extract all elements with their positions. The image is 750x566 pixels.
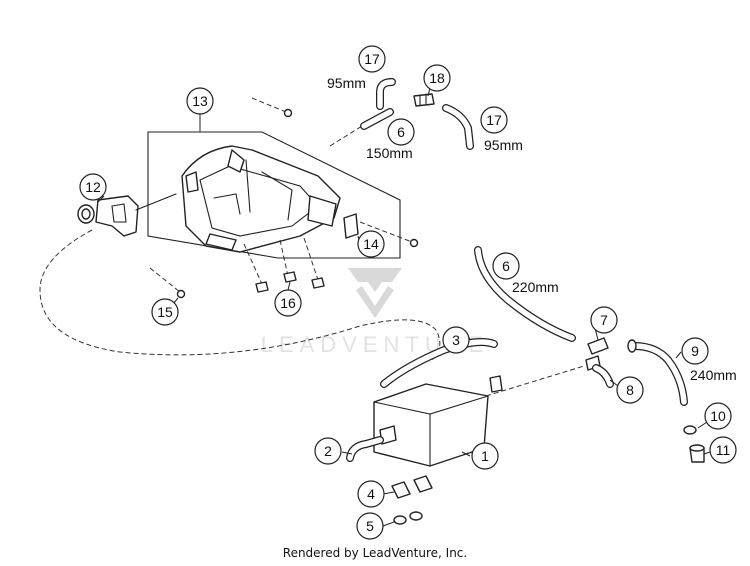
callout-11: 11 <box>709 436 737 464</box>
connector-line <box>485 365 585 397</box>
svg-text:18: 18 <box>429 70 445 86</box>
callout-4: 4 <box>357 480 385 508</box>
callout-15: 15 <box>151 298 179 326</box>
svg-text:17: 17 <box>486 112 502 128</box>
svg-text:9: 9 <box>691 343 699 359</box>
bracket-assembly-frame <box>147 131 401 259</box>
svg-text:16: 16 <box>280 295 296 311</box>
svg-text:10: 10 <box>710 408 726 424</box>
svg-text:6: 6 <box>397 124 405 140</box>
callout-7: 7 <box>590 306 618 334</box>
callout-9: 9 <box>681 337 709 365</box>
dim-9: 240mm <box>690 367 737 383</box>
dim-6-lower: 220mm <box>512 279 559 295</box>
svg-text:7: 7 <box>600 312 608 328</box>
svg-text:2: 2 <box>324 443 332 459</box>
dim-17-left: 95mm <box>327 75 366 91</box>
callout-12: 12 <box>79 173 107 201</box>
canister-mounts <box>391 475 433 525</box>
callout-17-right: 17 <box>480 106 508 134</box>
callout-2: 2 <box>314 437 342 465</box>
svg-text:1: 1 <box>481 448 489 464</box>
purge-valve <box>77 193 177 237</box>
svg-text:4: 4 <box>367 486 375 502</box>
small-clips <box>243 237 325 293</box>
callout-1: 1 <box>471 442 499 470</box>
svg-text:13: 13 <box>192 93 208 109</box>
bracket-screws <box>149 97 419 299</box>
svg-text:17: 17 <box>364 51 380 67</box>
hose-routing-line <box>39 229 441 363</box>
callout-10: 10 <box>704 402 732 430</box>
callout-3: 3 <box>442 326 470 354</box>
svg-text:14: 14 <box>363 236 379 252</box>
svg-text:3: 3 <box>452 332 460 348</box>
callout-18: 18 <box>423 64 451 92</box>
bracket-part <box>181 145 341 253</box>
connector-18 <box>413 93 435 107</box>
callout-5: 5 <box>356 512 384 540</box>
svg-text:6: 6 <box>502 258 510 274</box>
svg-text:15: 15 <box>157 304 173 320</box>
dim-17-right: 95mm <box>484 137 523 153</box>
callout-13: 13 <box>186 87 214 115</box>
svg-text:8: 8 <box>626 382 634 398</box>
clip-part <box>343 213 359 239</box>
footer-credit: Rendered by LeadVenture, Inc. <box>282 546 468 560</box>
clamp-and-cap <box>683 425 705 463</box>
callout-6-lower: 6 <box>492 252 520 280</box>
upper-dash-line <box>329 125 363 147</box>
callout-8: 8 <box>616 376 644 404</box>
callout-16: 16 <box>274 289 302 317</box>
callout-14: 14 <box>357 230 385 258</box>
svg-text:5: 5 <box>366 518 374 534</box>
callout-6-upper: 6 <box>387 118 415 146</box>
dim-6-upper: 150mm <box>366 145 413 161</box>
svg-text:12: 12 <box>85 179 101 195</box>
callout-17-left: 17 <box>358 45 386 73</box>
svg-text:11: 11 <box>716 442 731 458</box>
